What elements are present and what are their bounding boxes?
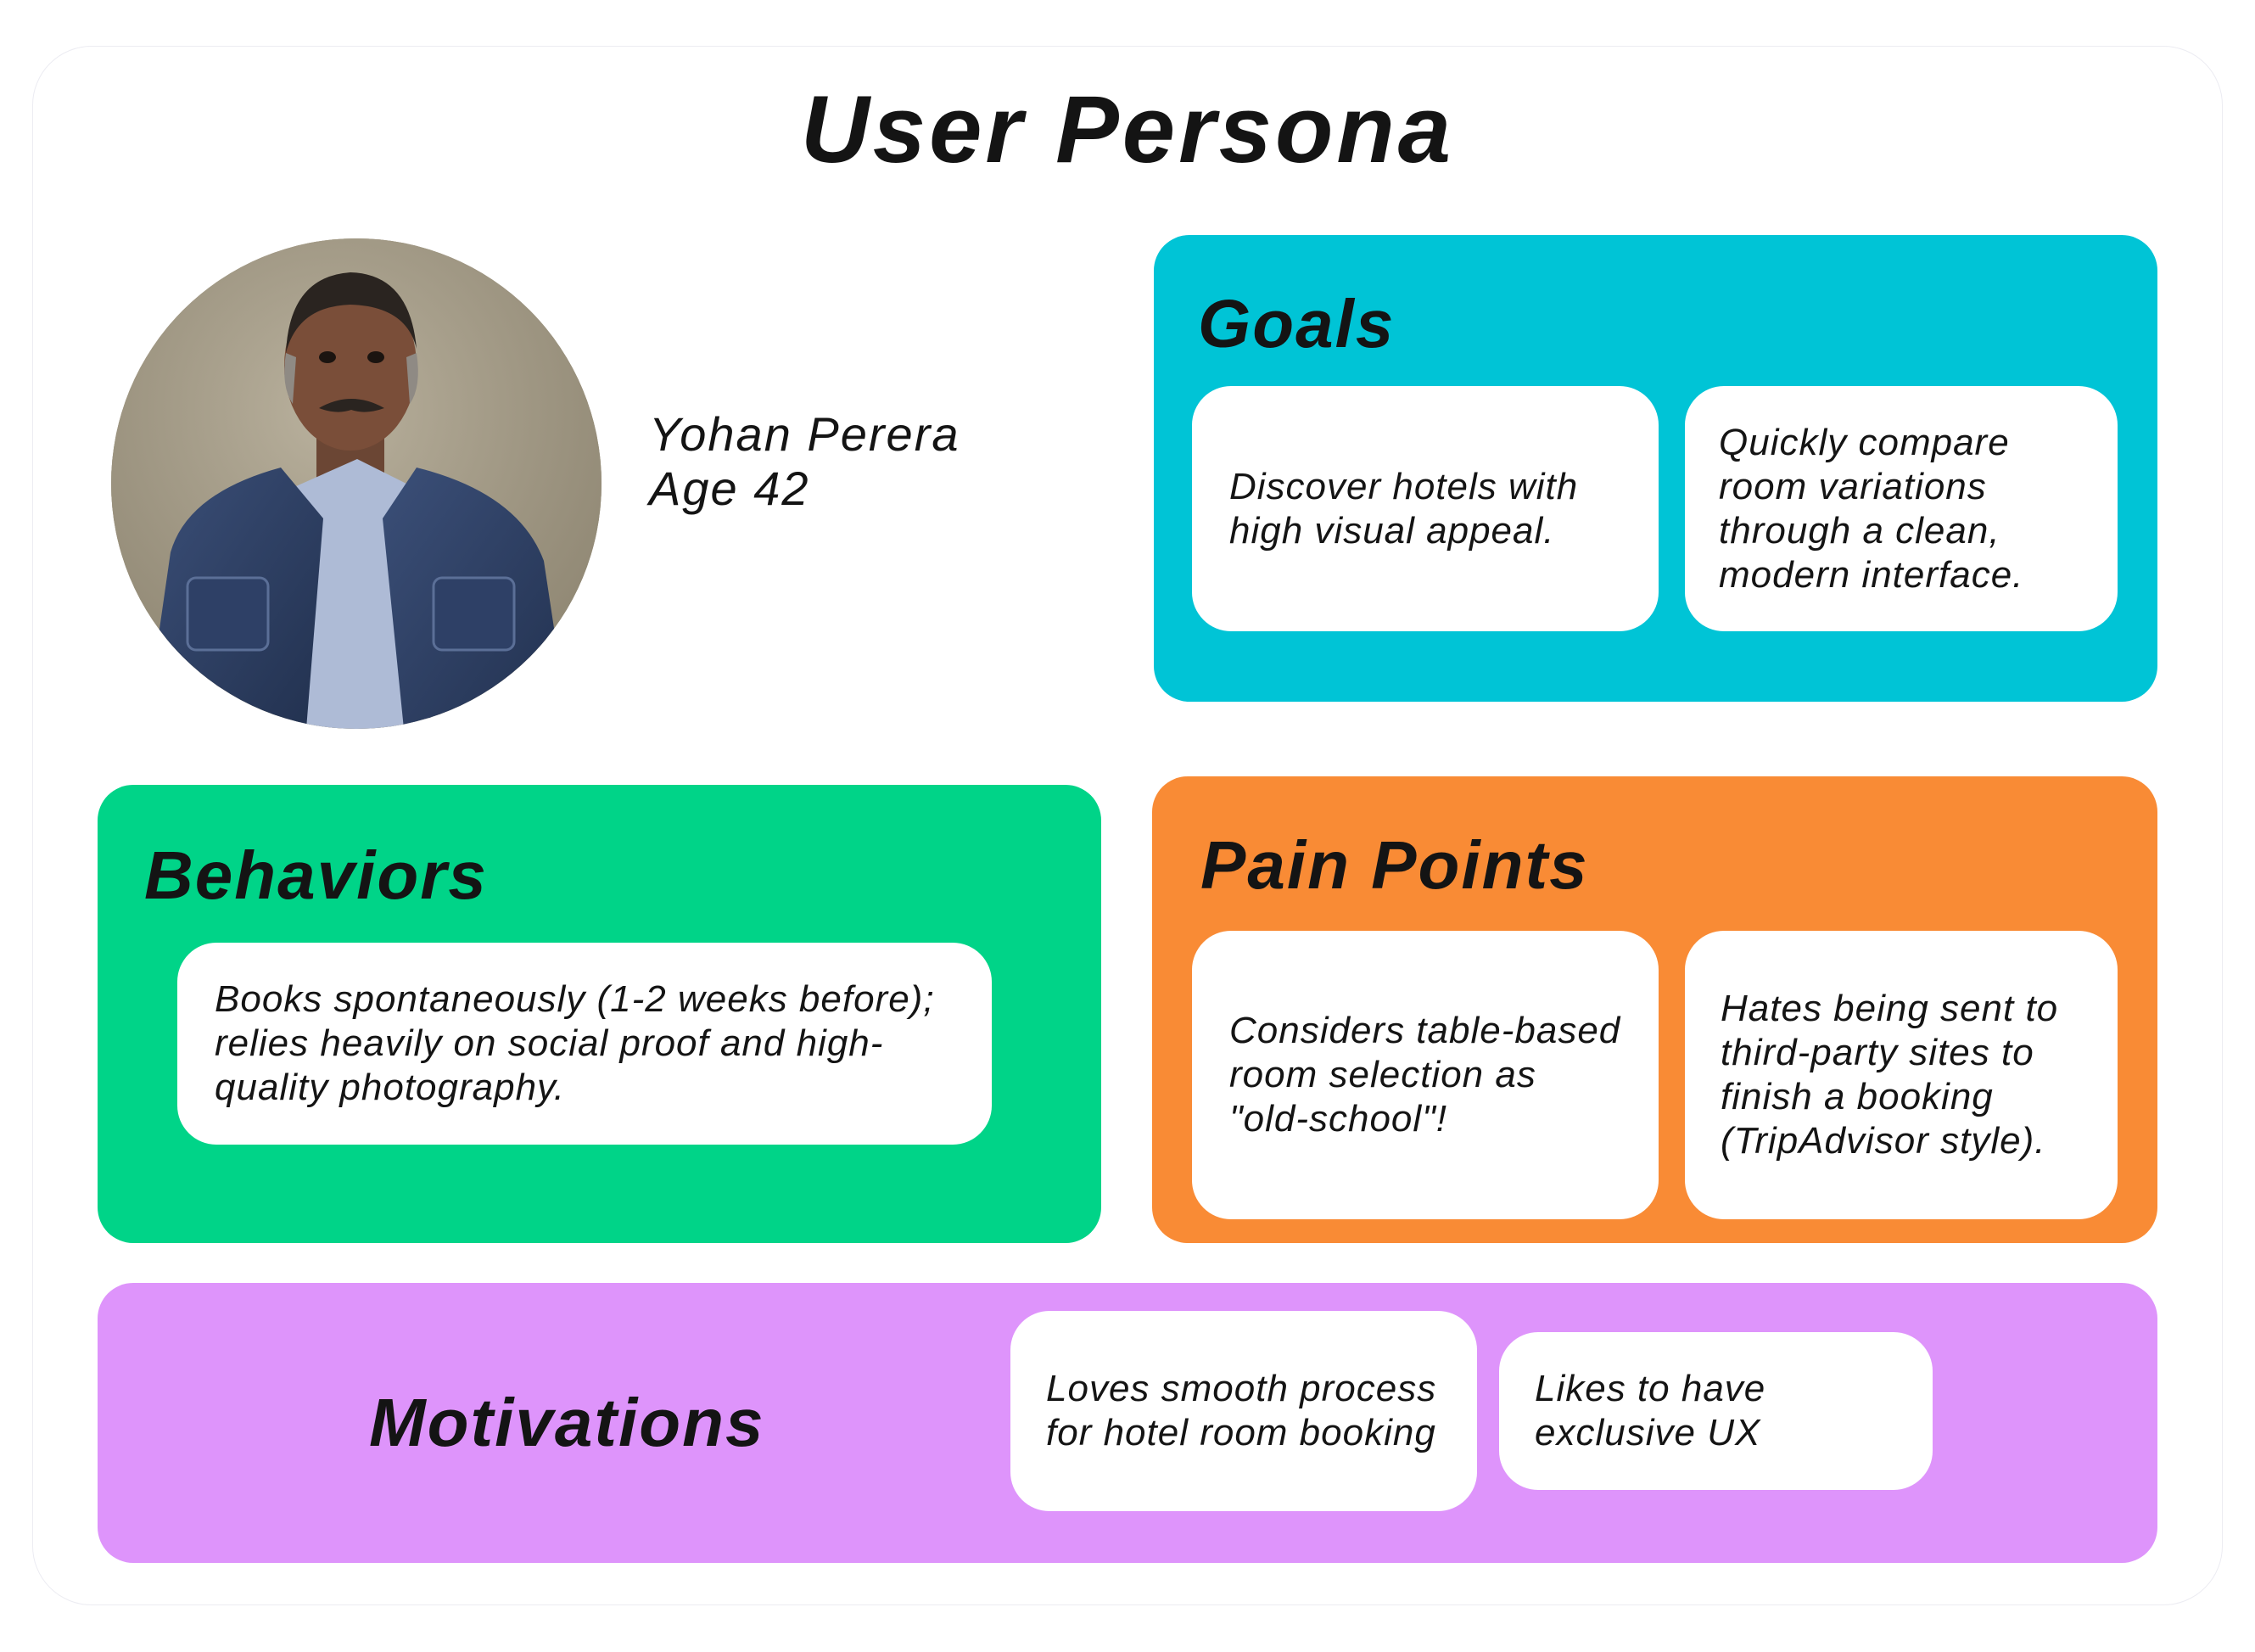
behavior-note-text: Books spontaneously (1-2 weeks before); … [215,978,935,1108]
persona-info: Yohan Perera Age 42 [649,407,960,516]
goal-note: Discover hotels with high visual appeal. [1192,386,1659,631]
behaviors-title: Behaviors [144,837,488,913]
persona-age: Age 42 [649,462,810,515]
motivation-note-text: Loves smooth process for hotel room book… [1046,1368,1437,1453]
person-photo-icon [111,238,602,729]
goal-note: Quickly compare room variations through … [1685,386,2118,631]
goal-note-text: Discover hotels with high visual appeal. [1229,465,1579,552]
behaviors-section: Behaviors Books spontaneously (1-2 weeks… [98,785,1101,1243]
pain-points-title: Pain Points [1200,827,1589,903]
motivation-note: Loves smooth process for hotel room book… [1010,1311,1477,1511]
pain-point-note-text: Considers table-based room selection as … [1229,1010,1621,1140]
persona-name: Yohan Perera [649,407,960,461]
motivations-section: Motivations Loves smooth process for hot… [98,1283,2157,1563]
avatar [111,238,602,729]
pain-points-section: Pain Points Considers table-based room s… [1152,776,2157,1243]
page-title: User Persona [800,76,1455,182]
behavior-note: Books spontaneously (1-2 weeks before); … [177,943,992,1145]
motivation-note-text: Likes to have exclusive UX [1535,1368,1766,1453]
pain-point-note: Hates being sent to third-party sites to… [1685,931,2118,1219]
goals-section: Goals Discover hotels with high visual a… [1154,235,2157,702]
pain-point-note-text: Hates being sent to third-party sites to… [1721,988,2059,1162]
goals-title: Goals [1198,286,1396,361]
pain-point-note: Considers table-based room selection as … [1192,931,1659,1219]
motivations-title: Motivations [369,1385,765,1460]
motivation-note: Likes to have exclusive UX [1499,1332,1933,1490]
goal-note-text: Quickly compare room variations through … [1719,421,2024,596]
